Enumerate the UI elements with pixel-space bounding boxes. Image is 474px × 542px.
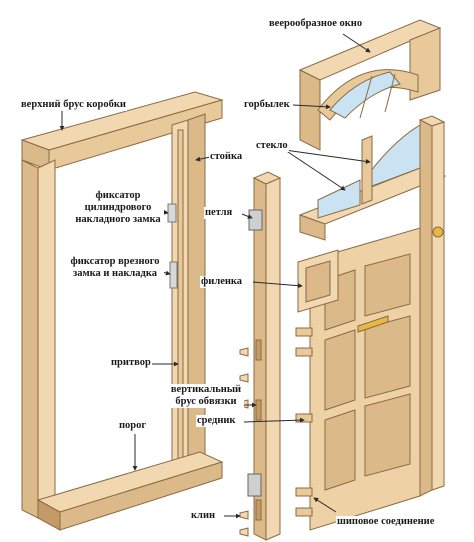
bottom-hinge — [247, 473, 262, 497]
door-frame — [20, 91, 224, 531]
label-wedges: клин — [190, 510, 217, 522]
label-vertical-stile: вертикальный брус обвязки — [168, 384, 244, 408]
label-jamb: стойка — [209, 151, 244, 163]
label-cylinder-lock-retainer: фиксатор цилиндрового накладного замка — [72, 190, 164, 226]
mortise-strike-plate — [169, 261, 178, 289]
letter-slot — [357, 315, 389, 333]
door-leaf — [295, 115, 447, 531]
leader-lines — [59, 33, 371, 519]
frame-left-jamb — [21, 159, 39, 519]
fan-glass — [329, 71, 401, 119]
door-stop-strip — [177, 129, 184, 461]
label-hinge: петля — [204, 207, 234, 219]
label-rail: средник — [196, 415, 237, 427]
hinge-stile — [247, 171, 282, 541]
wedges — [239, 347, 249, 537]
label-threshold: порог — [118, 420, 148, 432]
label-mullion: горбылек — [243, 99, 291, 111]
label-panel: филенка — [200, 276, 244, 288]
label-mortise-lock-retainer: фиксатор врезного замка и накладка — [66, 256, 164, 280]
label-glass: стекло — [255, 140, 289, 152]
door-knob — [432, 226, 444, 238]
door-glass-left — [317, 179, 361, 219]
top-hinge — [248, 209, 263, 231]
label-door-stop: притвор — [110, 357, 152, 369]
label-fan-window: веерообразное окно — [268, 18, 364, 30]
label-tenon-joint: шиповое соединение — [336, 516, 436, 528]
cylinder-strike-plate — [167, 203, 177, 223]
label-top-frame-bar: верхний брус коробки — [20, 99, 127, 111]
